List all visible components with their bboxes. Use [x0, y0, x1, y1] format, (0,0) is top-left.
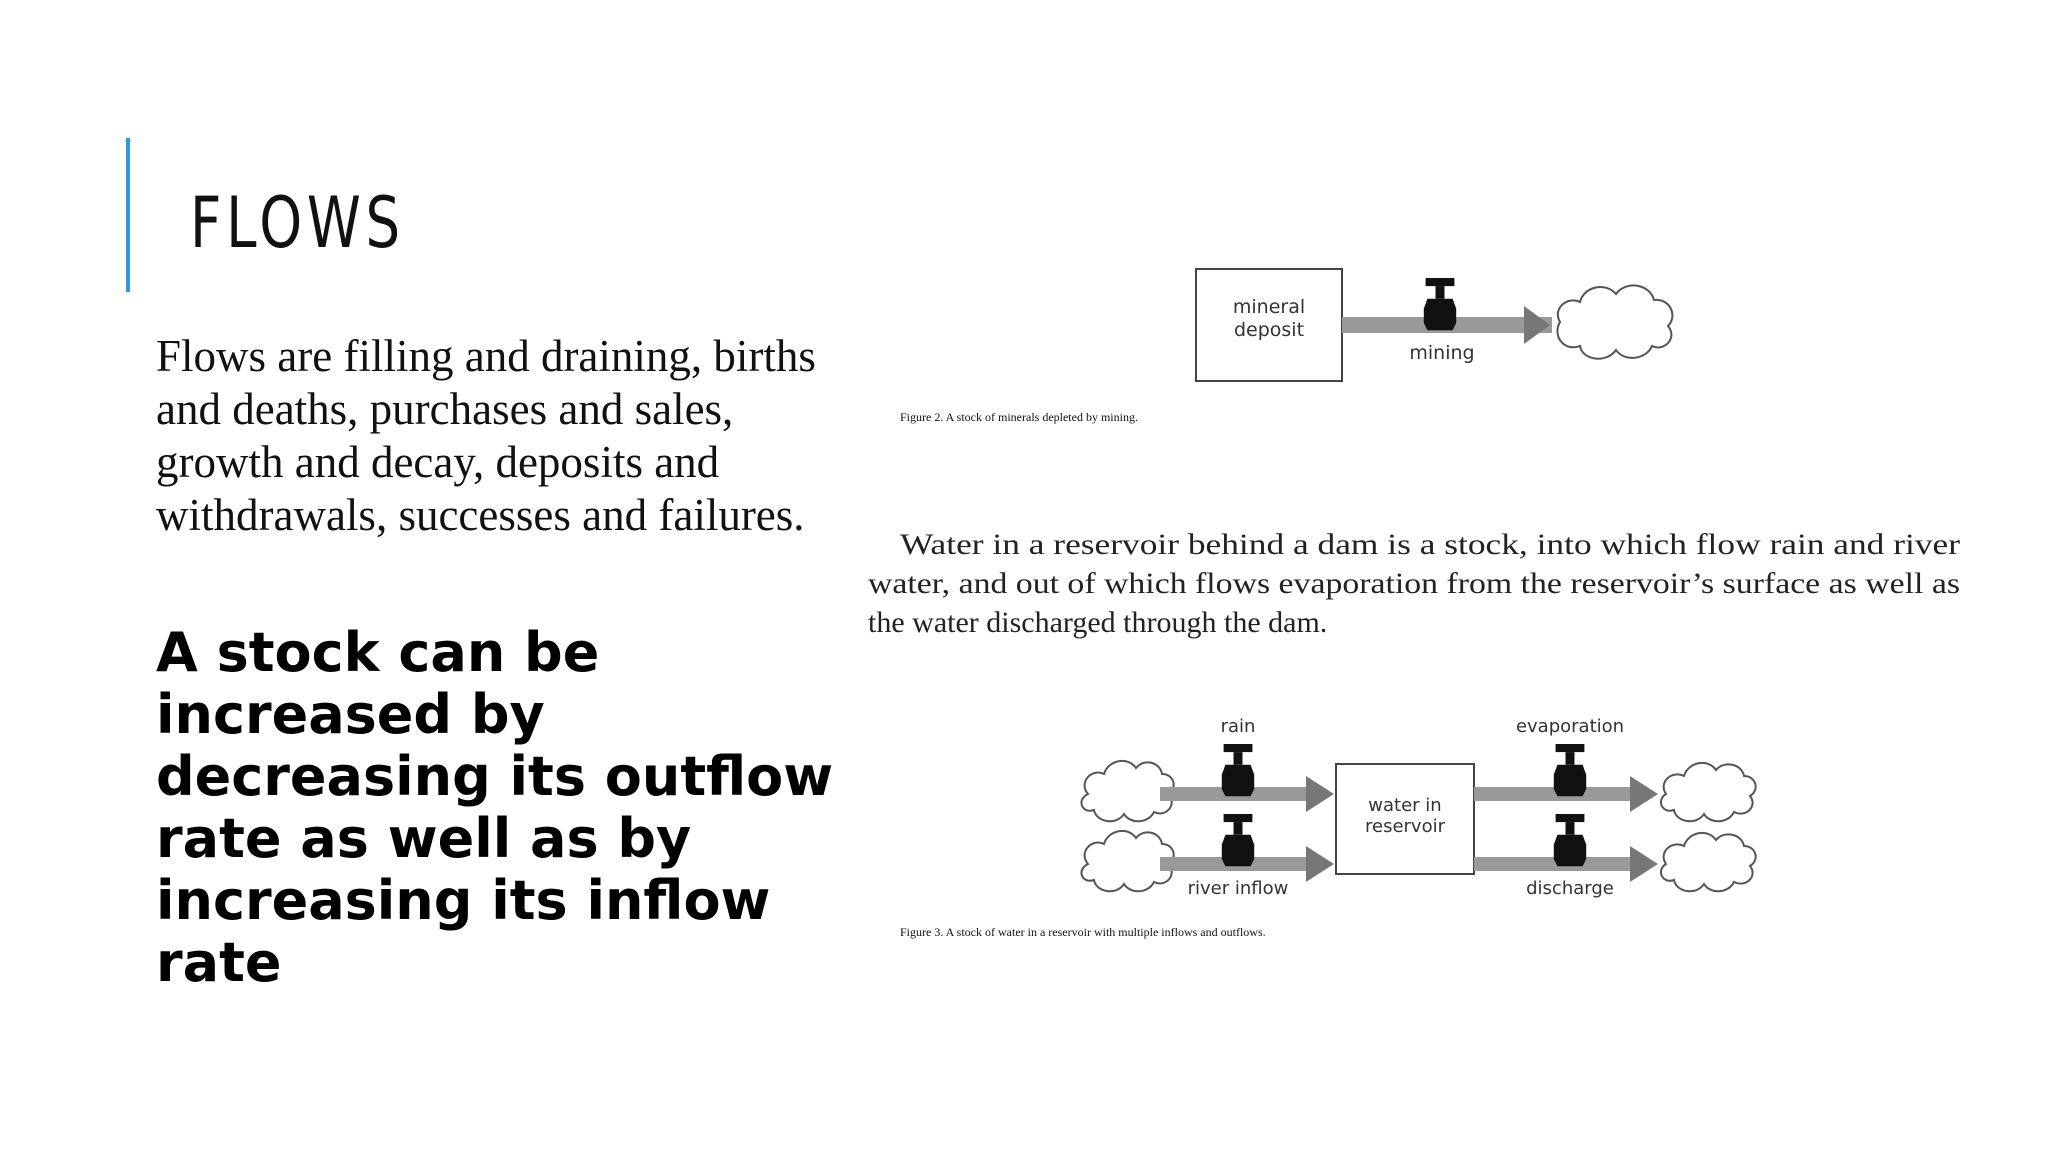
- emphasis-statement: A stock can be increased by decreasing i…: [156, 621, 834, 994]
- evaporation-outflow-arrowhead: [1630, 776, 1658, 812]
- discharge-sink-cloud-icon: [1659, 831, 1757, 893]
- figure-3: water in reservoir rain river inflow eva…: [900, 716, 1757, 939]
- mineral-deposit-box: [1195, 268, 1343, 382]
- evaporation-sink-cloud-icon: [1659, 761, 1757, 823]
- evaporation-valve-icon: [1553, 744, 1587, 797]
- paragraph-line-3: the water discharged through the dam.: [868, 606, 1327, 639]
- discharge-label: discharge: [1526, 878, 1614, 899]
- evaporation-label: evaporation: [1516, 716, 1624, 737]
- discharge-outflow-pipe: [1474, 857, 1634, 871]
- figure-2-caption: Figure 2. A stock of minerals depleted b…: [900, 410, 1138, 424]
- discharge-outflow-arrowhead: [1630, 846, 1658, 882]
- mining-sink-cloud-icon: [1556, 284, 1674, 360]
- mineral-deposit-label-1: mineral: [1233, 296, 1305, 318]
- reservoir-box: [1335, 763, 1475, 875]
- river-inflow-label: river inflow: [1188, 878, 1289, 899]
- rain-inflow-arrowhead: [1306, 776, 1334, 812]
- rain-source-cloud-icon: [1080, 759, 1175, 823]
- river-inflow-arrowhead: [1306, 846, 1334, 882]
- discharge-valve-icon: [1553, 814, 1587, 867]
- figure-3-caption: Figure 3. A stock of water in a reservoi…: [900, 925, 1266, 939]
- reservoir-label-2: reservoir: [1365, 816, 1446, 837]
- river-source-cloud-icon: [1080, 829, 1175, 893]
- stock-flow-figure: mineral deposit mining Figure 2. A stock…: [860, 170, 1980, 960]
- reservoir-label-1: water in: [1368, 795, 1441, 816]
- river-valve-icon: [1221, 814, 1255, 867]
- body-paragraph: Flows are filling and draining, births a…: [156, 331, 816, 540]
- mining-flow-label: mining: [1409, 342, 1474, 364]
- slide-title: FLOWS: [190, 182, 405, 264]
- mining-valve-icon: [1423, 278, 1457, 331]
- paragraph-line-1: Water in a reservoir behind a dam is a s…: [900, 528, 1960, 561]
- paragraph-line-2: water, and out of which flows evaporatio…: [868, 567, 1960, 600]
- evaporation-outflow-pipe: [1474, 787, 1634, 801]
- mining-flow-arrowhead: [1524, 306, 1550, 344]
- mineral-deposit-label-2: deposit: [1234, 319, 1304, 341]
- figure-2: mineral deposit mining Figure 2. A stock…: [900, 268, 1674, 424]
- reservoir-paragraph: Water in a reservoir behind a dam is a s…: [868, 528, 1960, 639]
- rain-valve-icon: [1221, 744, 1255, 797]
- title-accent-bar: [126, 138, 130, 292]
- rain-label: rain: [1221, 716, 1256, 737]
